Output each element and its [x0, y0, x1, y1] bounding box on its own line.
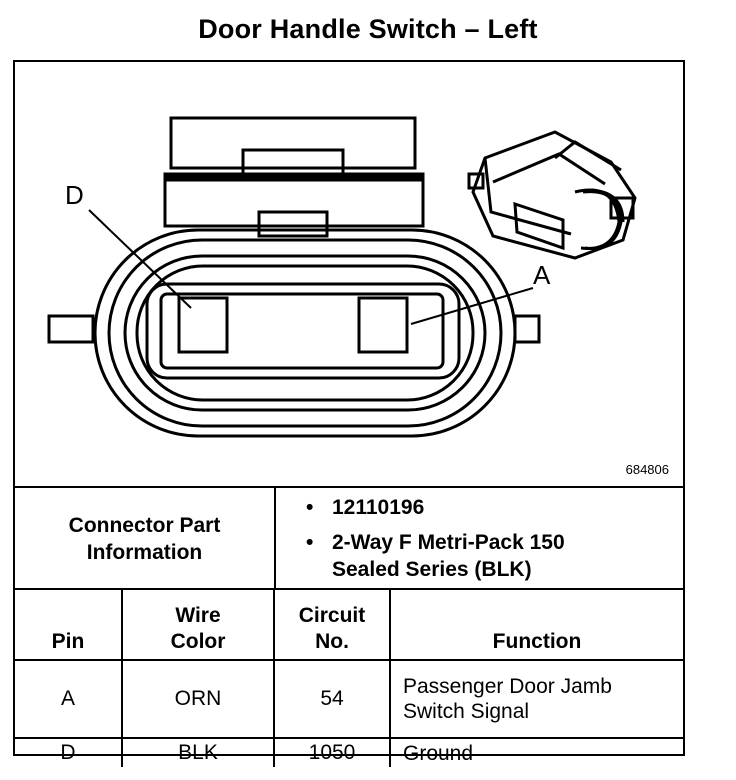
table-header-row: Pin Wire Color Circuit No. Function	[15, 589, 683, 661]
header-wire-color-line1: Wire	[175, 604, 221, 627]
connector-frame: D A 684806 Connector Part Information • …	[13, 60, 685, 767]
header-pin-text: Pin	[51, 630, 85, 653]
header-circuit-line2: No.	[315, 630, 349, 653]
connector-face-drawing	[47, 116, 637, 438]
connector-diagram: D A 684806	[15, 62, 683, 486]
description-line2: Sealed Series (BLK)	[332, 558, 532, 581]
cell-circuit: 1050	[273, 737, 391, 767]
header-circuit-line1: Circuit	[298, 604, 366, 627]
cell-pin: A	[15, 659, 123, 739]
page-title: Door Handle Switch – Left	[198, 14, 538, 44]
cell-function-line1: Ground	[403, 741, 474, 765]
header-pin: Pin	[15, 589, 123, 661]
cell-wire-color: BLK	[121, 737, 275, 767]
figure-id: 684806	[625, 462, 669, 477]
header-wire-color: Wire Color	[121, 589, 275, 661]
table-row: A ORN 54 Passenger Door Jamb Switch Sign…	[15, 659, 683, 739]
header-function: Function	[389, 589, 683, 661]
pin-label-a: A	[533, 260, 551, 290]
header-wire-color-line2: Color	[170, 630, 226, 653]
connector-info-label-line1: Connector Part	[68, 514, 221, 537]
connector-info-label: Connector Part Information	[15, 488, 276, 590]
part-number: 12110196	[332, 496, 425, 519]
pin-label-d: D	[65, 180, 84, 210]
table-row: D BLK 1050 Ground	[15, 737, 683, 767]
connector-info-label-line2: Information	[86, 541, 203, 564]
cell-pin: D	[15, 737, 123, 767]
bullet-dot: •	[306, 531, 314, 554]
connector-info-details: • 12110196 • 2-Way F Metri-Pack 150 Seal…	[276, 488, 683, 590]
cell-function: Passenger Door Jamb Switch Signal	[389, 659, 683, 739]
connector-part-info: Connector Part Information • 12110196 • …	[15, 486, 683, 590]
cell-circuit: 54	[273, 659, 391, 739]
bullet-dot: •	[306, 496, 314, 519]
header-function-text: Function	[492, 630, 582, 653]
cell-function-line2: Switch Signal	[403, 700, 530, 723]
cell-function-line1: Passenger Door Jamb	[403, 675, 612, 698]
pin-table: Pin Wire Color Circuit No. Function A OR…	[15, 588, 683, 767]
cell-function: Ground	[389, 737, 683, 767]
description-line1: 2-Way F Metri-Pack 150	[332, 531, 565, 554]
header-circuit: Circuit No.	[273, 589, 391, 661]
cell-wire-color: ORN	[121, 659, 275, 739]
